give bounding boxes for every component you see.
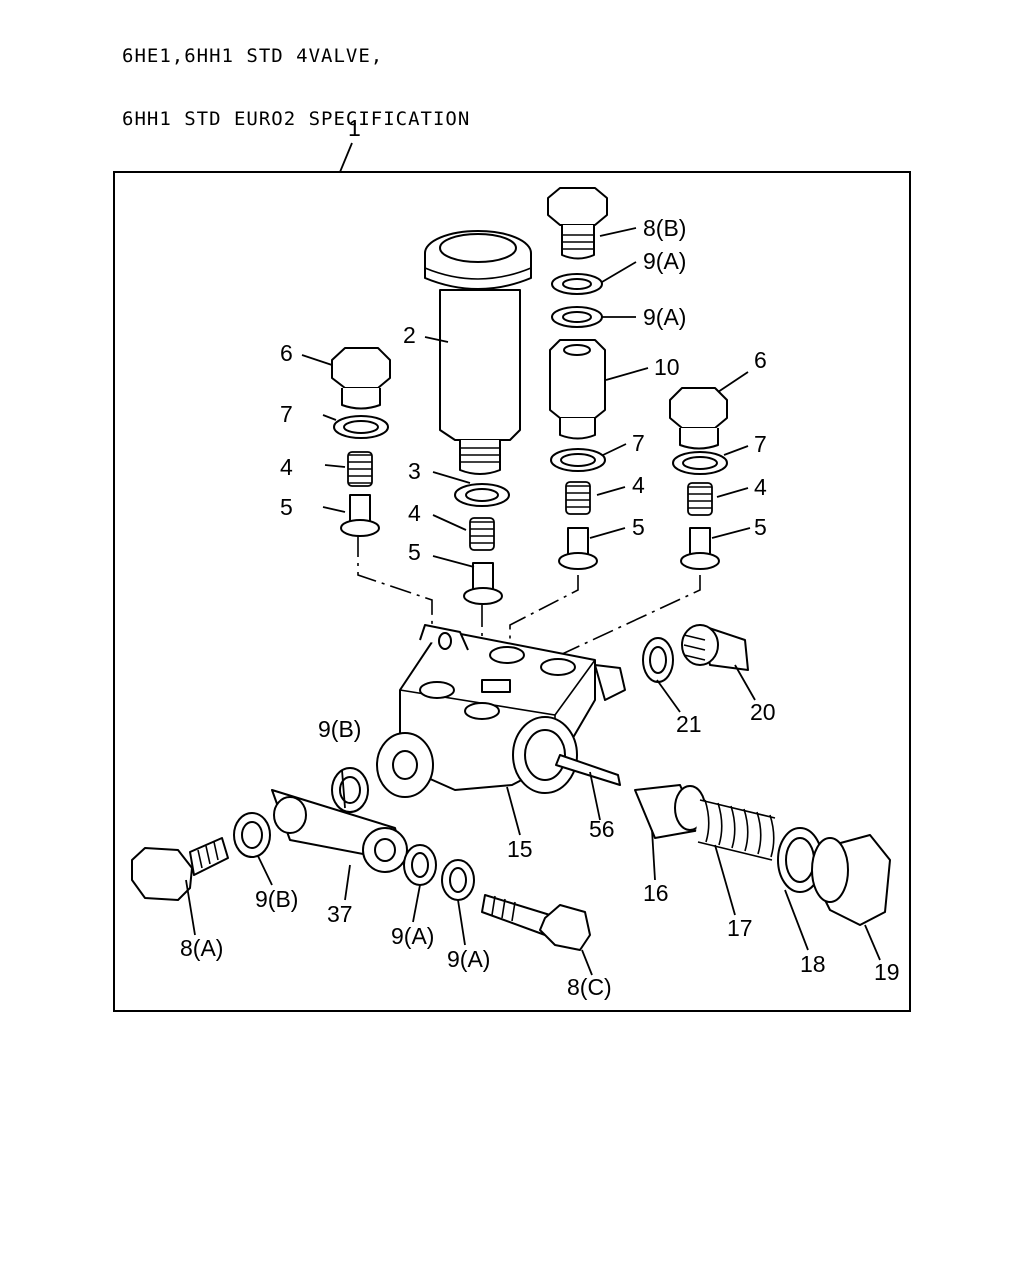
part-2-priming-pump: [424, 230, 532, 475]
part-16-sleeve: [634, 784, 706, 839]
header-line-1: 6HE1,6HH1 STD 4VALVE,: [122, 45, 384, 67]
label-9a-4: 9(A): [447, 946, 490, 972]
label-10: 10: [654, 354, 680, 380]
label-1: 1: [348, 115, 361, 141]
label-9b-2: 9(B): [255, 886, 298, 912]
part-9a-lower-washers: [403, 844, 475, 901]
part-8b-bolt: [547, 187, 608, 260]
label-5d: 5: [754, 514, 767, 540]
part-56-pin: [555, 754, 621, 786]
label-4c: 4: [632, 472, 645, 498]
label-9a-1: 9(A): [643, 248, 686, 274]
part-17-spring: [695, 799, 776, 861]
label-8c: 8(C): [567, 974, 612, 1000]
leader-lines: [185, 227, 881, 976]
drawing-header: 6HE1,6HH1 STD 4VALVE, 6HH1 STD EURO2 SPE…: [122, 4, 470, 151]
part-19-plug: [811, 834, 891, 926]
part-20-plug: [681, 624, 749, 671]
part-7-washers: [333, 415, 728, 475]
label-20: 20: [750, 699, 776, 725]
part-9b-washers: [233, 767, 369, 858]
guide-5d: [559, 575, 701, 665]
label-21: 21: [676, 711, 702, 737]
label-8a: 8(A): [180, 935, 223, 961]
part-3-washer: [454, 483, 510, 507]
part-4-springs: [347, 451, 713, 551]
label-7a: 7: [280, 401, 293, 427]
label-4a: 4: [280, 454, 293, 480]
label-15: 15: [507, 836, 533, 862]
label-9a-3: 9(A): [391, 923, 434, 949]
label-4d: 4: [754, 474, 767, 500]
label-7b: 7: [632, 430, 645, 456]
label-3: 3: [408, 458, 421, 484]
part-6-caps: [331, 347, 728, 450]
part-18-gasket: [777, 827, 823, 893]
label-6b: 6: [754, 347, 767, 373]
label-5c: 5: [632, 514, 645, 540]
label-37: 37: [327, 901, 353, 927]
label-16: 16: [643, 880, 669, 906]
label-56: 56: [589, 816, 615, 842]
part-15-pump-body: [376, 624, 626, 798]
header-line-2: 6HH1 STD EURO2 SPECIFICATION: [122, 108, 471, 130]
label-17: 17: [727, 915, 753, 941]
label-2: 2: [403, 322, 416, 348]
label-5b: 5: [408, 539, 421, 565]
label-9a-2: 9(A): [643, 304, 686, 330]
part-9a-upper-washers: [551, 273, 603, 328]
assembly-frame: [113, 171, 911, 1012]
part-8c-bolt: [481, 894, 591, 951]
part-37-banjo: [271, 789, 408, 873]
guide-5c: [509, 575, 579, 655]
label-7c: 7: [754, 431, 767, 457]
label-8b: 8(B): [643, 215, 686, 241]
leader-1: [339, 142, 353, 173]
part-5-valves: [340, 494, 720, 605]
part-10-adapter: [549, 339, 606, 440]
label-5a: 5: [280, 494, 293, 520]
label-4b: 4: [408, 500, 421, 526]
label-9b-1: 9(B): [318, 716, 361, 742]
part-21-gasket: [642, 637, 674, 683]
part-8a-bolt: [131, 837, 229, 901]
label-19: 19: [874, 959, 900, 985]
label-6a: 6: [280, 340, 293, 366]
label-18: 18: [800, 951, 826, 977]
